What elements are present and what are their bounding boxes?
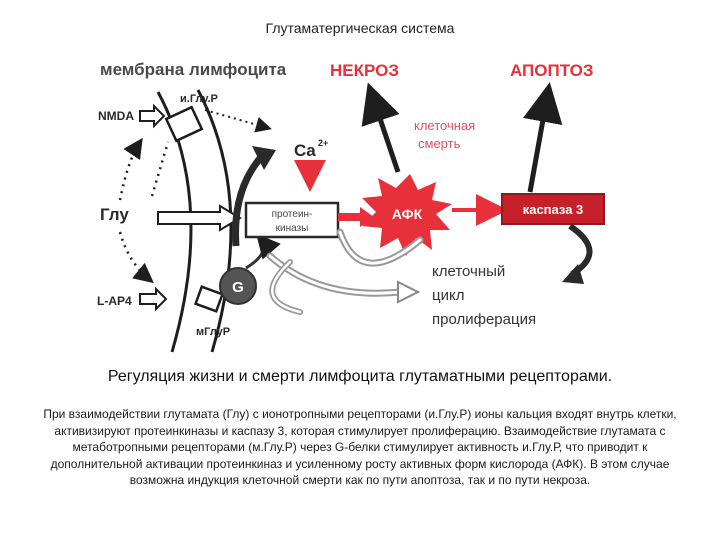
slide-title: Глутаматергическая система — [265, 20, 455, 36]
lap4-label: L-AP4 — [97, 294, 132, 308]
glu-to-nmda-dotted-arrow — [118, 137, 143, 201]
ionotropic-receptor — [164, 105, 204, 143]
protein-kinases-line1: протеин- — [272, 209, 313, 220]
iglur-label: и.Глу.Р — [180, 93, 218, 105]
kinases-to-afk-arrow — [338, 207, 374, 227]
nmda-label: NMDA — [98, 109, 134, 123]
cycle-line1: клеточный — [432, 263, 505, 280]
nmda-arrow — [139, 103, 166, 129]
gray-loop-fill — [271, 260, 302, 314]
cell-death-line1: клеточная — [414, 118, 475, 133]
caspase-to-cycle-curve — [568, 223, 593, 277]
glu-label: Глу — [100, 205, 129, 224]
caption-body: При взаимодействии глутамата (Глу) с ион… — [43, 407, 677, 487]
g-protein-label: G — [232, 279, 244, 296]
g-protein — [219, 267, 257, 305]
gray-arrow-to-cycle-head — [397, 280, 421, 304]
caspase-to-cycle-arrowhead — [562, 264, 584, 284]
caspase3-box — [501, 193, 605, 225]
glu-dotted-link — [150, 141, 170, 197]
cycle-line3: пролиферация — [432, 311, 536, 328]
afk-to-necrosis-arrow — [361, 82, 401, 173]
glu-arrow — [157, 204, 242, 232]
gray-loop-outline — [269, 259, 303, 315]
afk-burst — [362, 174, 452, 256]
metabotropic-receptor — [193, 285, 225, 313]
ca-superscript: 2+ — [318, 138, 328, 148]
ca-label: Ca — [294, 141, 316, 160]
necrosis-label: НЕКРОЗ — [330, 61, 399, 80]
caption-heading: Регуляция жизни и смерти лимфоцита глута… — [107, 368, 613, 385]
g-to-receptor-arrowhead — [252, 146, 276, 170]
mglur-label: мГлуР — [196, 326, 230, 338]
g-to-receptor-curve — [232, 153, 265, 247]
afk-label: АФК — [392, 206, 423, 222]
cell-death-line2: смерть — [418, 136, 461, 151]
caspase-to-apoptosis-arrow — [523, 82, 563, 193]
membrane-inner-line — [196, 89, 233, 353]
membrane-label: мембрана лимфоцита — [100, 60, 287, 79]
g-to-kinases-arrow — [245, 233, 281, 270]
receptor-to-ca-dotted-arrow — [204, 109, 272, 133]
cycle-line2: цикл — [432, 287, 464, 304]
glu-to-lap4-dotted-arrow — [118, 231, 154, 284]
lap4-arrow — [139, 286, 168, 312]
caspase3-label: каспаза 3 — [523, 202, 584, 217]
apoptosis-label: АПОПТОЗ — [510, 61, 594, 80]
gray-arrow-to-afk-fill — [338, 230, 422, 265]
gray-arrow-to-cycle-fill — [268, 254, 402, 295]
glutamate-diagram: мембрана лимфоцита и.Глу.Р NMDA Глу L-AP… — [97, 60, 605, 353]
protein-kinases-line2: киназы — [276, 223, 309, 234]
